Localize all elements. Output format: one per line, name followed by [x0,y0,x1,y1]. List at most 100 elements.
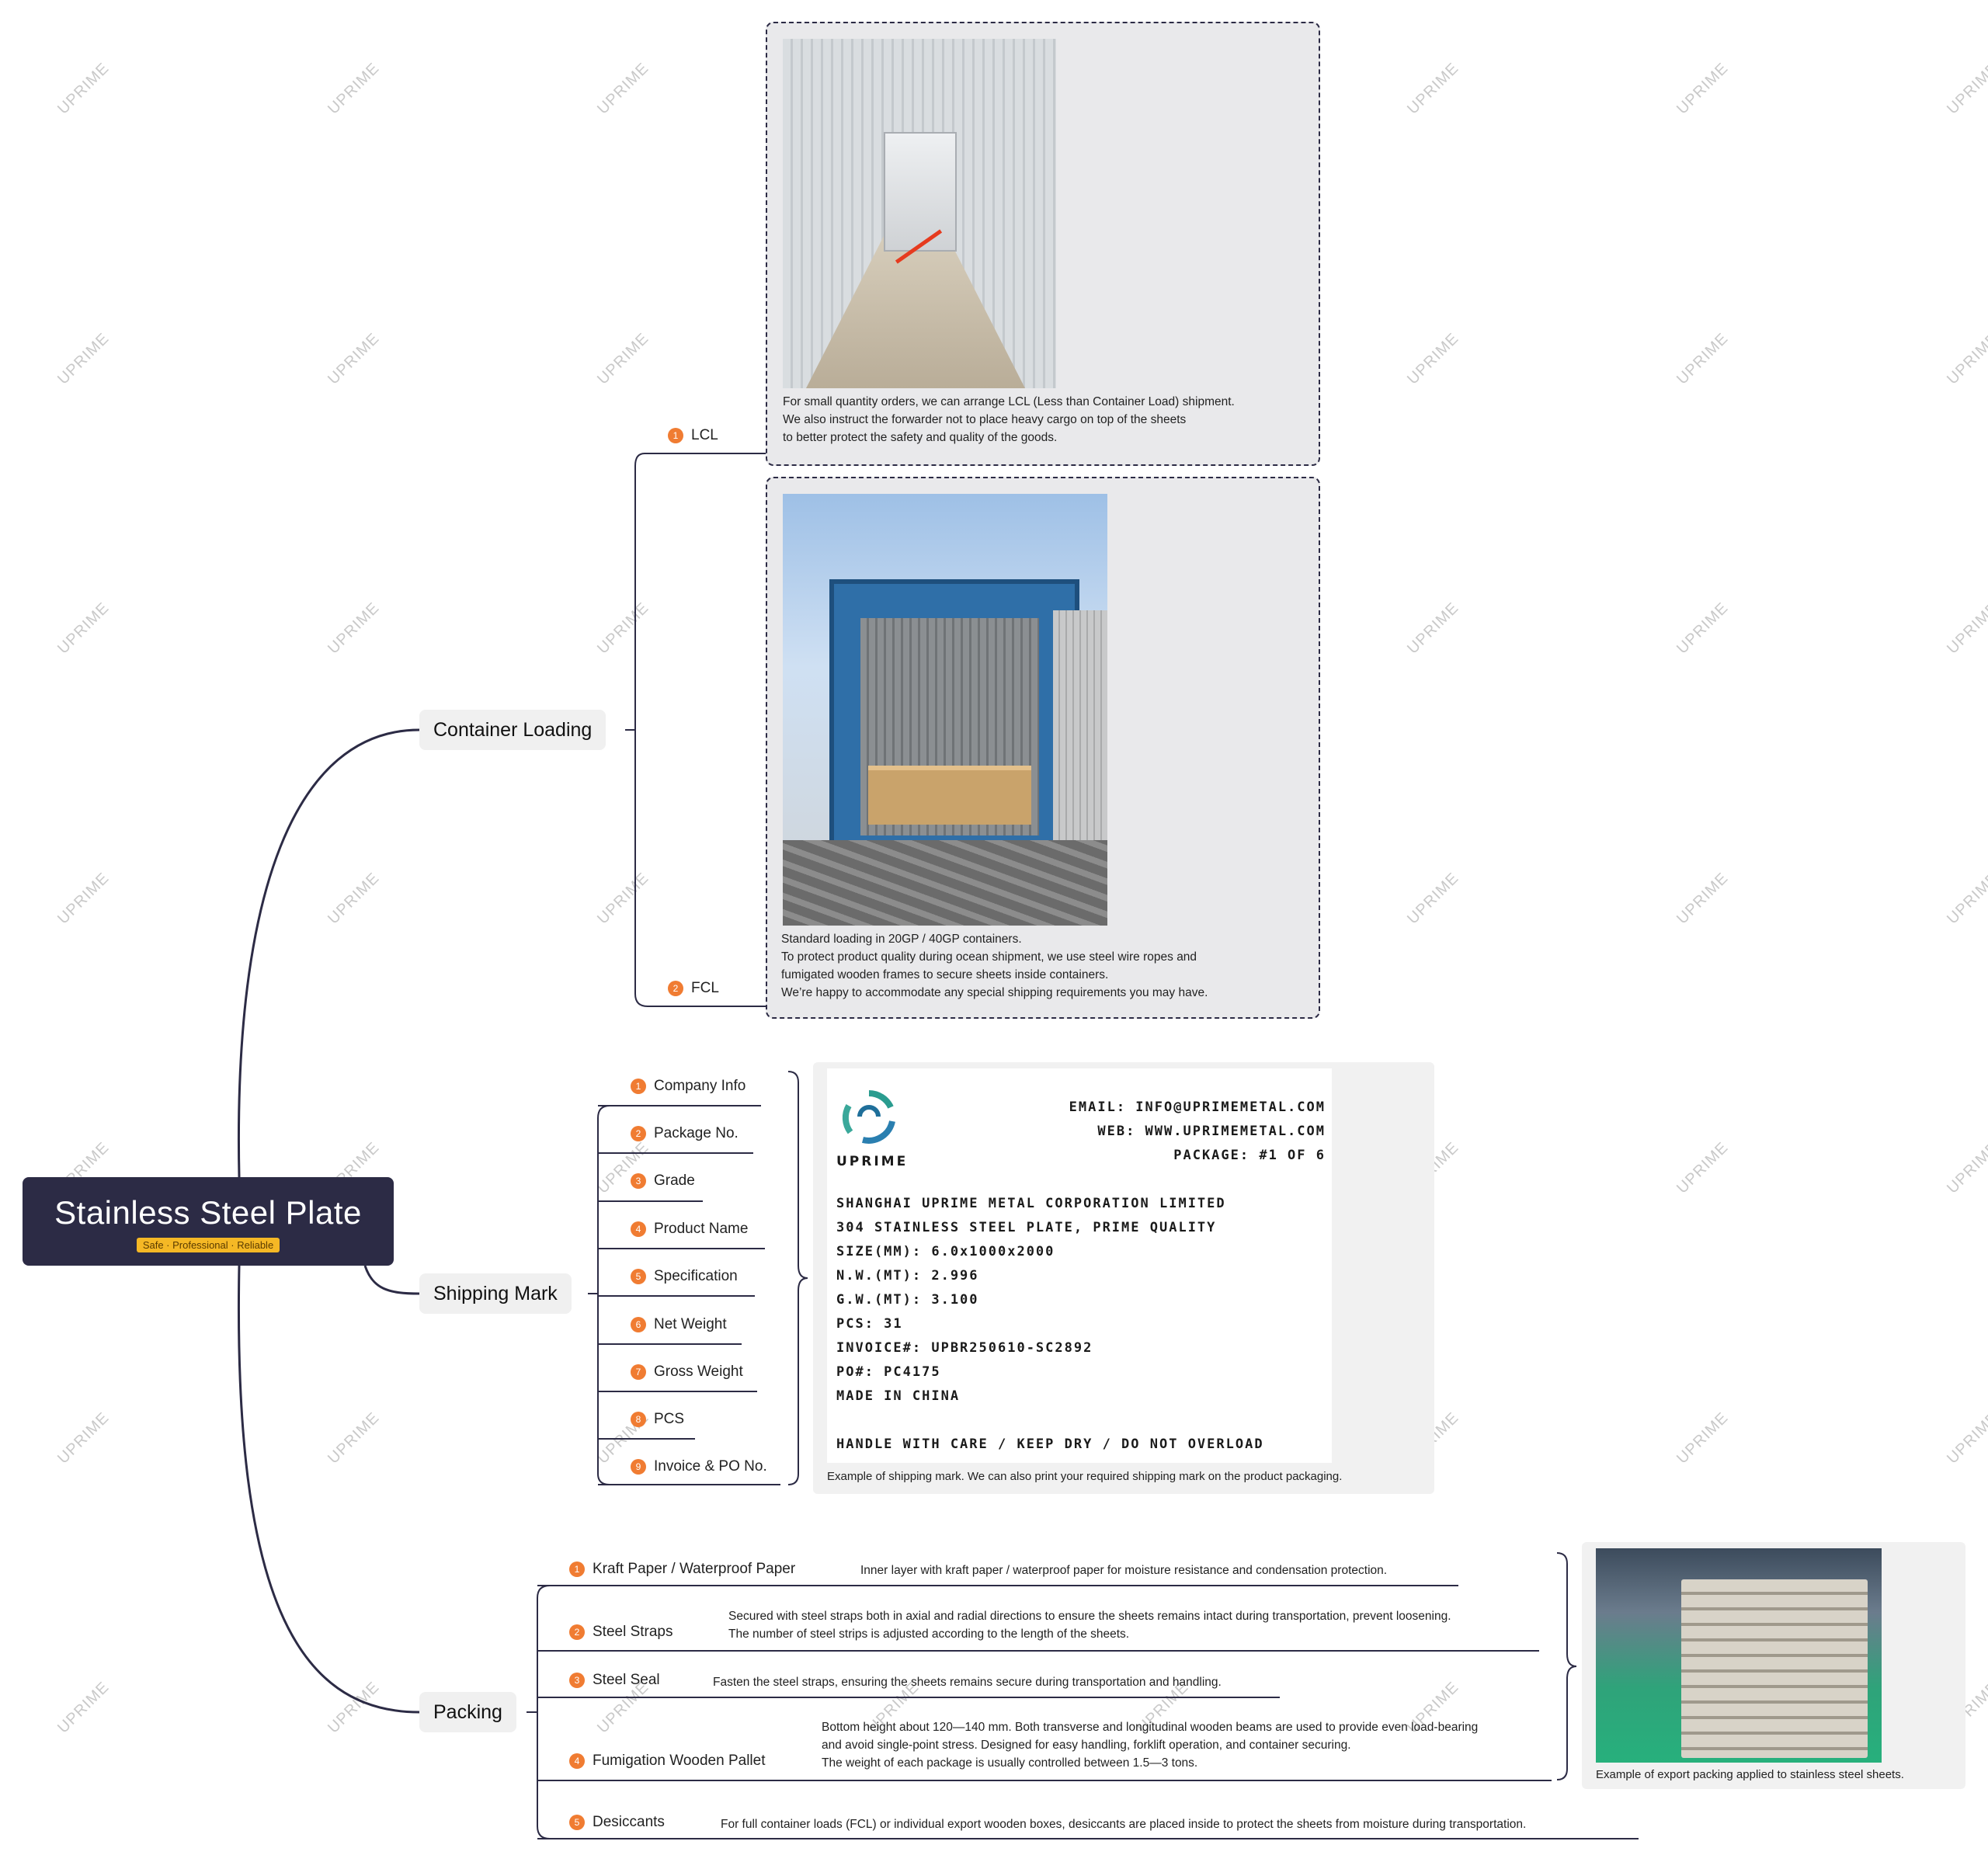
lcl-container-photo [783,39,1056,388]
branch-shipping-mark[interactable]: Shipping Mark [419,1273,572,1314]
pack-desc-straps-1: Secured with steel straps both in axial … [728,1610,1451,1623]
fcl-desc-3: fumigated wooden frames to secure sheets… [781,968,1109,981]
pack-desc-pallet-2: and avoid single-point stress. Designed … [822,1739,1351,1752]
mark-package: PACKAGE: #1 OF 6 [1173,1148,1326,1163]
mark-email: EMAIL: INFO@UPRIMEMETAL.COM [1069,1099,1326,1115]
pack-desc-seal-1: Fasten the steel straps, ensuring the sh… [713,1676,1222,1689]
brace-packing [1556,1552,1577,1780]
number-badge: 1 [569,1562,585,1577]
branch-container-loading[interactable]: Container Loading [419,710,606,750]
mark-line-invoice: INVOICE#: UPBR250610-SC2892 [836,1340,1093,1356]
ship-item-label: PCS [654,1411,685,1427]
mark-line-origin: MADE IN CHINA [836,1388,961,1404]
uprime-logo-icon [842,1090,895,1144]
mark-line-pcs: PCS: 31 [836,1316,903,1332]
ship-item-label: Product Name [654,1221,749,1237]
ship-item-pcs[interactable]: 8 PCS [631,1411,684,1428]
fcl-desc-2: To protect product quality during ocean … [781,950,1197,964]
lcl-desc-1: For small quantity orders, we can arrang… [783,395,1235,408]
shipping-mark-card: UPRIME EMAIL: INFO@UPRIMEMETAL.COM WEB: … [813,1062,1434,1494]
fcl-desc-1: Standard loading in 20GP / 40GP containe… [781,933,1022,946]
pack-item-label: Desiccants [593,1814,665,1830]
branch-packing[interactable]: Packing [419,1692,516,1732]
lcl-card: For small quantity orders, we can arrang… [766,22,1320,466]
photo-wooden-frame [868,766,1031,825]
photo-cargo [884,132,957,252]
photo-sheet-stack [1681,1579,1868,1758]
fcl-container-photo [783,494,1107,926]
logo-wordmark: UPRIME [836,1154,909,1169]
mark-line-gw: G.W.(MT): 3.100 [836,1292,979,1308]
ship-item-label: Invoice & PO No. [654,1458,767,1475]
pack-item-desiccants[interactable]: 5 Desiccants [569,1814,665,1831]
number-badge: 3 [631,1173,646,1189]
ship-item-invoice-po[interactable]: 9 Invoice & PO No. [631,1458,767,1475]
number-badge: 7 [631,1364,646,1380]
number-badge: 2 [569,1624,585,1640]
pack-desc-desiccants-1: For full container loads (FCL) or indivi… [721,1818,1527,1831]
packing-photo [1596,1548,1882,1763]
connector-container-bracket [634,453,648,1007]
mark-web: WEB: WWW.UPRIMEMETAL.COM [1097,1124,1326,1139]
connector-root-packing [237,1265,420,1714]
mark-line-size: SIZE(MM): 6.0x1000x2000 [836,1244,1055,1259]
fcl-desc-4: We’re happy to accommodate any special s… [781,986,1208,999]
ship-item-label: Net Weight [654,1316,727,1332]
connector-packing-bracket [537,1585,551,1839]
pack-desc-kraft-1: Inner layer with kraft paper / waterproo… [860,1564,1388,1577]
root-title: Stainless Steel Plate [54,1194,362,1231]
ship-item-specification[interactable]: 5 Specification [631,1268,738,1285]
pack-desc-pallet-3: The weight of each package is usually co… [822,1756,1198,1770]
number-badge: 8 [631,1412,646,1427]
ship-item-gross-weight[interactable]: 7 Gross Weight [631,1363,743,1381]
number-badge: 5 [631,1269,646,1284]
pack-desc-pallet-1: Bottom height about 120—140 mm. Both tra… [822,1721,1479,1734]
pack-item-kraft-paper[interactable]: 1 Kraft Paper / Waterproof Paper [569,1561,795,1578]
mark-line-product: 304 STAINLESS STEEL PLATE, PRIME QUALITY [836,1220,1217,1235]
pack-item-steel-seal[interactable]: 3 Steel Seal [569,1672,660,1689]
brace-shipping [787,1071,808,1485]
mark-line-po: PO#: PC4175 [836,1364,941,1380]
ship-item-product-name[interactable]: 4 Product Name [631,1221,748,1238]
photo-ground [783,840,1107,926]
ship-item-label: Specification [654,1268,738,1284]
pack-item-label: Steel Straps [593,1624,673,1640]
ship-item-package-no[interactable]: 2 Package No. [631,1125,739,1142]
photo-container-door [1053,610,1107,843]
number-badge: 4 [631,1221,646,1237]
ship-item-label: Company Info [654,1078,746,1094]
connector-root-shipping [363,1265,420,1295]
number-badge: 6 [631,1317,646,1332]
number-badge: 3 [569,1673,585,1688]
pack-item-steel-straps[interactable]: 2 Steel Straps [569,1624,673,1641]
number-badge: 5 [569,1815,585,1830]
ship-item-label: Gross Weight [654,1363,743,1380]
leaf-fcl-label: FCL [691,980,719,996]
mark-handling: HANDLE WITH CARE / KEEP DRY / DO NOT OVE… [836,1436,1264,1452]
pack-item-label: Steel Seal [593,1672,660,1688]
shipping-mark-label: UPRIME EMAIL: INFO@UPRIMEMETAL.COM WEB: … [827,1068,1332,1463]
number-badge: 9 [631,1459,646,1475]
number-badge: 2 [631,1126,646,1141]
root-node[interactable]: Stainless Steel Plate Safe · Professiona… [23,1177,394,1266]
packing-caption: Example of export packing applied to sta… [1596,1768,1904,1781]
ship-item-label: Package No. [654,1125,739,1141]
lcl-desc-3: to better protect the safety and quality… [783,431,1058,444]
mark-line-nw: N.W.(MT): 2.996 [836,1268,979,1284]
ship-item-label: Grade [654,1172,695,1189]
leaf-lcl-label: LCL [691,427,718,443]
fcl-card: Standard loading in 20GP / 40GP containe… [766,477,1320,1019]
ship-item-net-weight[interactable]: 6 Net Weight [631,1316,727,1333]
ship-item-grade[interactable]: 3 Grade [631,1172,695,1190]
root-tagline: Safe · Professional · Reliable [136,1238,280,1252]
lcl-desc-2: We also instruct the forwarder not to pl… [783,413,1187,426]
connector-root-container [237,728,420,1178]
pack-item-label: Kraft Paper / Waterproof Paper [593,1561,796,1577]
shipping-mark-caption: Example of shipping mark. We can also pr… [827,1470,1343,1483]
pack-item-label: Fumigation Wooden Pallet [593,1753,766,1769]
number-badge: 4 [569,1753,585,1769]
pack-item-wooden-pallet[interactable]: 4 Fumigation Wooden Pallet [569,1753,766,1770]
